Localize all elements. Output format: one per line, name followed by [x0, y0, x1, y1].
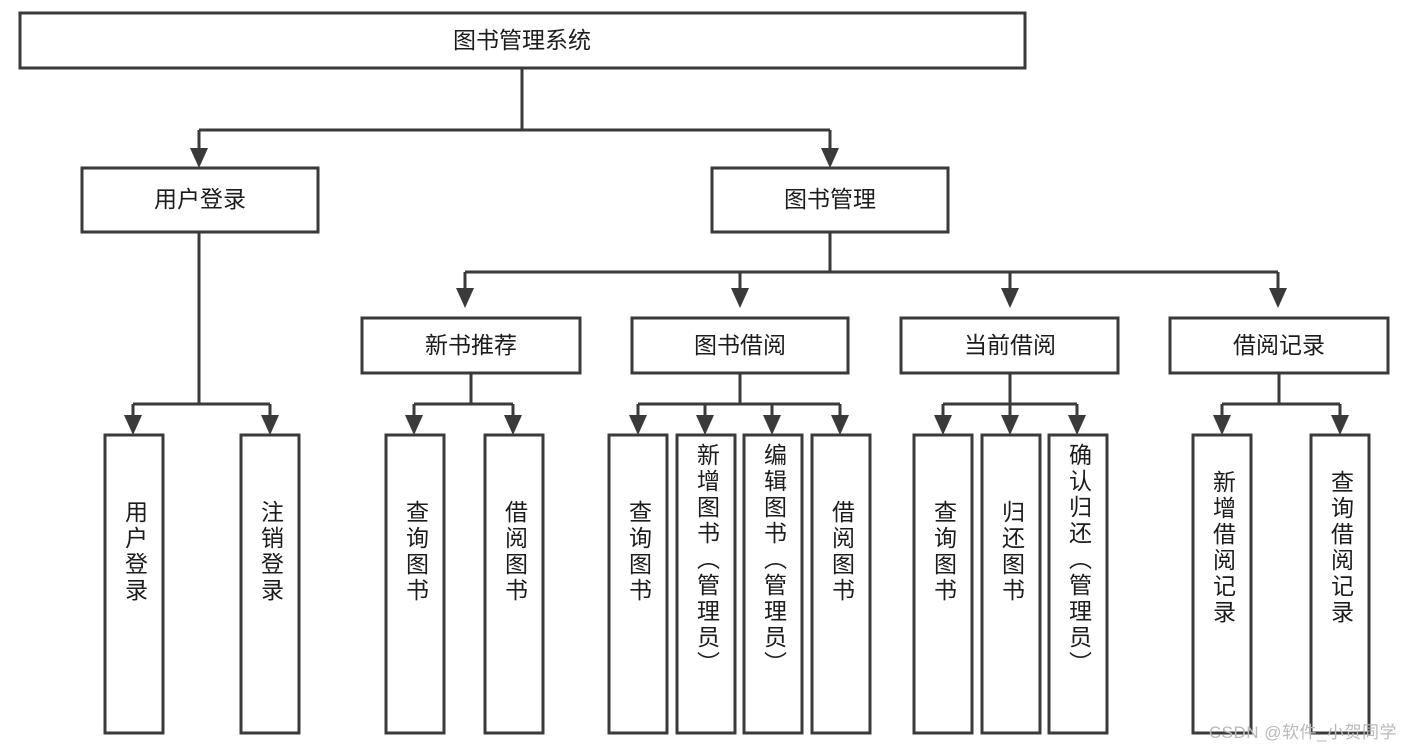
- arrow-leaf-borrow-3: [831, 415, 849, 435]
- arrow-leaf-records-0: [1213, 415, 1231, 435]
- arrow-to-user-login: [190, 148, 208, 168]
- connector-root-to-level2: [197, 68, 832, 150]
- connector-book-manage-to-level3: [463, 232, 1280, 290]
- node-root-box[interactable]: [18, 11, 1027, 70]
- leaf-box-borrow-1[interactable]: [675, 433, 737, 735]
- connector-current-borrow-to-leaves: [941, 373, 1079, 418]
- node-root-label: 图书管理系统: [453, 27, 591, 53]
- node-book-manage-label: 图书管理: [784, 186, 876, 212]
- leaf-box-records-0[interactable]: [1191, 433, 1253, 735]
- connector-book-borrow-to-leaves: [636, 373, 842, 418]
- arrow-leaf-recommend-1: [504, 415, 522, 435]
- arrow-leaf-current-2: [1068, 415, 1086, 435]
- leaf-box-recommend-0[interactable]: [384, 433, 446, 735]
- node-user-login-label: 用户登录: [154, 186, 246, 212]
- arrow-leaf-borrow-1: [696, 415, 714, 435]
- arrow-leaf-user-login-0: [124, 415, 142, 435]
- node-current-borrow-label: 当前借阅: [964, 332, 1056, 358]
- connector-user-login-to-leaves: [131, 232, 272, 418]
- leaf-box-user-login-1[interactable]: [239, 433, 301, 735]
- node-new-book-recommend-label: 新书推荐: [425, 332, 517, 358]
- node-book-borrow-label: 图书借阅: [694, 332, 786, 358]
- arrow-leaf-user-login-1: [261, 415, 279, 435]
- arrow-leaf-records-1: [1331, 415, 1349, 435]
- arrow-to-current-borrow: [1001, 288, 1019, 308]
- leaf-box-borrow-0[interactable]: [607, 433, 669, 735]
- leaf-box-user-login-0[interactable]: [103, 433, 165, 735]
- leaf-box-recommend-1[interactable]: [483, 433, 545, 735]
- connector-new-book-recommend-to-leaves: [412, 373, 515, 418]
- node-new-book-recommend-box[interactable]: [360, 316, 582, 375]
- arrow-leaf-borrow-0: [629, 415, 647, 435]
- node-current-borrow-box[interactable]: [899, 316, 1120, 375]
- leaf-box-borrow-3[interactable]: [810, 433, 872, 735]
- arrow-leaf-borrow-2: [763, 415, 781, 435]
- arrow-to-book-borrow: [731, 288, 749, 308]
- leaf-box-current-1[interactable]: [980, 433, 1042, 735]
- leaf-box-borrow-2[interactable]: [742, 433, 804, 735]
- arrow-leaf-current-0: [934, 415, 952, 435]
- leaf-box-current-0[interactable]: [912, 433, 974, 735]
- node-borrow-records-label: 借阅记录: [1233, 332, 1325, 358]
- node-user-login-box[interactable]: [80, 166, 320, 234]
- arrow-to-borrow-records: [1269, 288, 1287, 308]
- arrow-leaf-recommend-0: [405, 415, 423, 435]
- leaf-box-current-2[interactable]: [1047, 433, 1109, 735]
- connector-borrow-records-to-leaves: [1220, 373, 1342, 418]
- arrow-leaf-current-1: [1001, 415, 1019, 435]
- csdn-watermark: CSDN @软件_小贺同学: [1208, 723, 1397, 742]
- arrow-to-book-manage: [821, 148, 839, 168]
- leaf-box-records-1[interactable]: [1309, 433, 1371, 735]
- arrow-to-new-book-recommend: [456, 288, 474, 308]
